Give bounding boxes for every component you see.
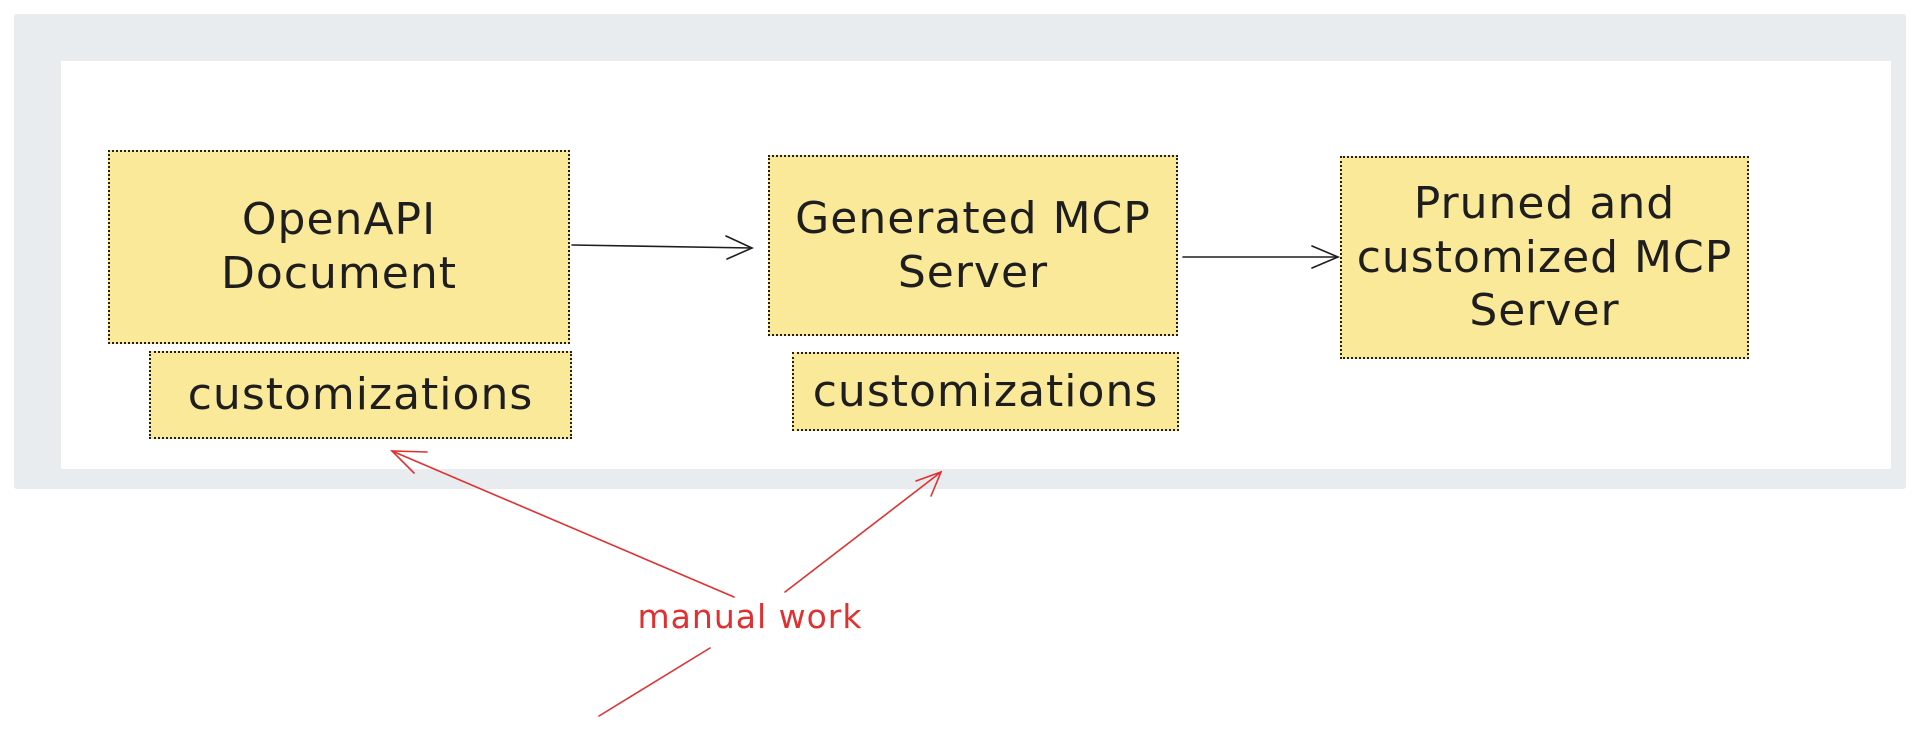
- customizations-node-openapi[interactable]: customizations: [149, 351, 572, 439]
- pruned-customized-mcp-server-node[interactable]: Pruned and customized MCP Server: [1340, 156, 1749, 359]
- manual-work-label: manual work: [637, 597, 863, 636]
- customizations-node-generated[interactable]: customizations: [792, 352, 1179, 431]
- customizations-label-1: customizations: [187, 369, 534, 421]
- manual-work-tail-line: [598, 647, 711, 717]
- pruned-node-line-1: Pruned and: [1413, 177, 1676, 229]
- generated-node-line-1: Generated MCP: [795, 192, 1151, 244]
- arrow-manual-to-customizations-2: [784, 470, 943, 593]
- openapi-node-line-2: Document: [221, 248, 457, 299]
- pruned-node-line-3: Server: [1469, 285, 1620, 337]
- customizations-label-2: customizations: [812, 365, 1159, 417]
- openapi-document-node[interactable]: OpenAPI Document: [108, 150, 570, 344]
- generated-mcp-server-node[interactable]: Generated MCP Server: [768, 155, 1178, 336]
- pruned-node-line-2: customized MCP: [1356, 231, 1733, 283]
- openapi-node-line-1: OpenAPI: [241, 194, 437, 246]
- generated-node-line-2: Server: [897, 246, 1049, 298]
